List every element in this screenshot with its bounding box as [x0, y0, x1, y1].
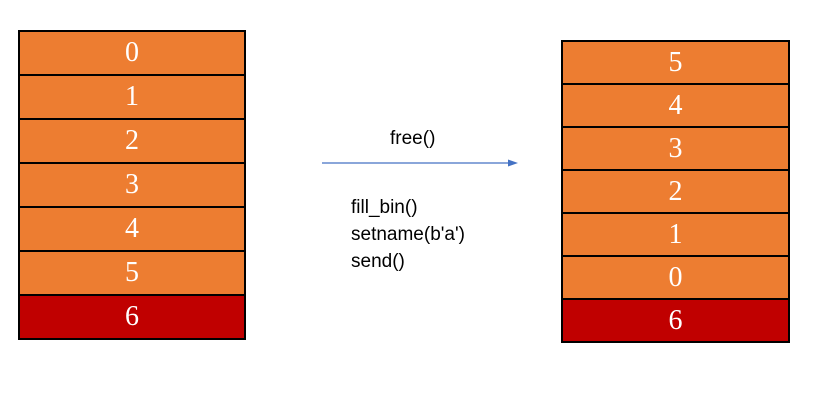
right-chunk-4: 1: [561, 214, 790, 257]
left-chunk-1: 1: [18, 76, 246, 120]
left-chunk-6: 6: [18, 296, 246, 340]
left-chunk-5: 5: [18, 252, 246, 296]
left-chunk-0: 0: [18, 32, 246, 76]
transition-arrow: [322, 159, 518, 167]
right-chunk-6: 6: [561, 300, 790, 343]
right-chunk-1: 4: [561, 85, 790, 128]
operations-list: fill_bin() setname(b'a') send(): [351, 194, 465, 275]
left-chunk-2: 2: [18, 120, 246, 164]
left-chunk-4: 4: [18, 208, 246, 252]
arrow-head: [508, 159, 518, 167]
right-chunk-2: 3: [561, 128, 790, 171]
operation-setname: setname(b'a'): [351, 224, 465, 245]
right-chunk-3: 2: [561, 171, 790, 214]
arrow-label: free(): [390, 128, 436, 149]
right-chunk-stack: 5 4 3 2 1 0 6: [561, 40, 790, 343]
left-chunk-3: 3: [18, 164, 246, 208]
right-chunk-5: 0: [561, 257, 790, 300]
left-chunk-stack: 0 1 2 3 4 5 6: [18, 30, 246, 340]
operation-send: send(): [351, 251, 405, 272]
right-chunk-0: 5: [561, 42, 790, 85]
operation-fill-bin: fill_bin(): [351, 197, 418, 218]
